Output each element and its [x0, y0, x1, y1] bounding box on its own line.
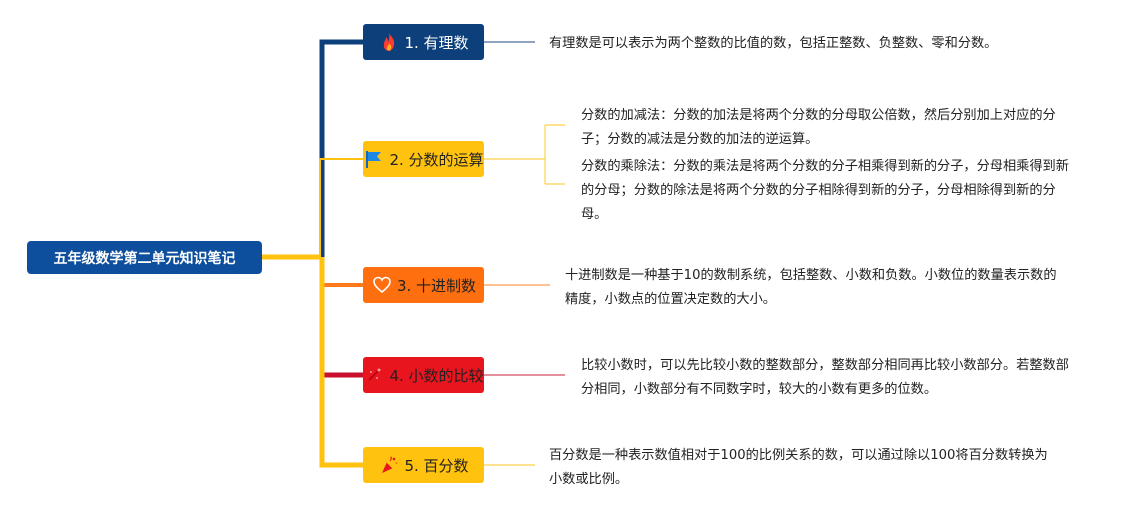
note-2a: 分数的加减法：分数的加法是将两个分数的分母取公倍数，然后分别加上对应的分子；分数…: [581, 108, 1056, 147]
branch-topic-4[interactable]: 4. 小数的比较: [363, 357, 484, 393]
connector-note-2: [484, 124, 565, 185]
branch-topic-5[interactable]: 5. 百分数: [363, 447, 484, 483]
branch-topic-2[interactable]: 2. 分数的运算: [363, 141, 484, 177]
note-3: 十进制数是一种基于10的数制系统，包括整数、小数和负数。小数位的数量表示数的精度…: [565, 268, 1057, 307]
connector-branch-1: [319, 39, 363, 257]
branch-topic-1[interactable]: 1. 有理数: [363, 24, 484, 60]
sparkle-icon: [363, 364, 385, 386]
connector-branch-4: [319, 257, 363, 378]
branch-label: 2. 分数的运算: [389, 150, 484, 169]
root-topic[interactable]: 五年级数学第二单元知识笔记: [27, 241, 262, 274]
fire-icon: [378, 31, 400, 53]
note-4: 比较小数时，可以先比较小数的整数部分，整数部分相同再比较小数部分。若整数部分相同…: [581, 358, 1069, 397]
branch-label: 3. 十进制数: [396, 276, 477, 295]
party-popper-icon: [378, 454, 400, 476]
connector-branch-5: [319, 257, 363, 468]
heart-icon: [371, 274, 393, 296]
note-1: 有理数是可以表示为两个整数的比值的数，包括正整数、负整数、零和分数。: [549, 36, 998, 51]
note-2b: 分数的乘除法：分数的乘法是将两个分数的分子相乘得到新的分子，分母相乘得到新的分母…: [581, 159, 1069, 222]
note-5: 百分数是一种表示数值相对于100的比例关系的数，可以通过除以100将百分数转换为…: [549, 448, 1048, 487]
flag-icon: [363, 148, 385, 170]
branch-topic-3[interactable]: 3. 十进制数: [363, 267, 484, 303]
branch-label: 5. 百分数: [404, 456, 469, 475]
connector-branch-3: [320, 257, 363, 287]
branch-label: 1. 有理数: [404, 33, 469, 52]
branch-label: 4. 小数的比较: [389, 366, 484, 385]
connector-branch-2: [319, 158, 363, 257]
